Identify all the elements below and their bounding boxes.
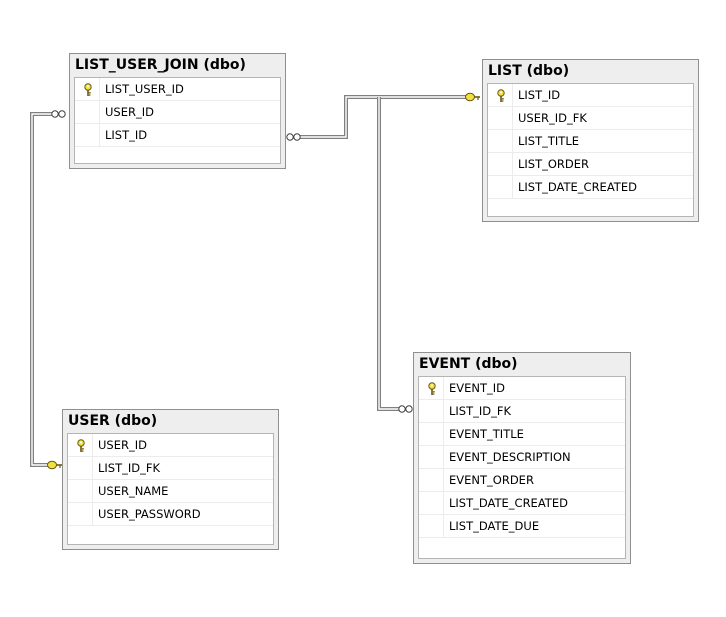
column-row-list-order[interactable]: LIST_ORDER bbox=[488, 153, 693, 176]
row-selector[interactable] bbox=[75, 101, 100, 123]
many-end-symbol bbox=[51, 110, 66, 118]
row-selector[interactable] bbox=[488, 153, 513, 175]
column-grid: EVENT_ID LIST_ID_FK EVENT_TITLE EVENT_DESCR… bbox=[418, 376, 626, 559]
column-row-list-title[interactable]: LIST_TITLE bbox=[488, 130, 693, 153]
column-grid: USER_ID LIST_ID_FK USER_NAME USER_PASSWORD bbox=[67, 433, 274, 545]
primary-key-icon bbox=[428, 381, 436, 395]
column-name: LIST_ID_FK bbox=[449, 404, 512, 418]
row-selector[interactable] bbox=[68, 480, 93, 502]
row-selector[interactable] bbox=[419, 400, 444, 422]
column-name: LIST_ID_FK bbox=[98, 461, 161, 475]
primary-key-icon bbox=[84, 82, 92, 96]
row-selector[interactable] bbox=[419, 492, 444, 514]
table-title: LIST_USER_JOIN (dbo) bbox=[75, 57, 246, 73]
row-selector[interactable] bbox=[488, 107, 513, 129]
row-selector[interactable] bbox=[68, 457, 93, 479]
column-row-user-id[interactable]: USER_ID bbox=[75, 101, 280, 124]
column-name: LIST_ID bbox=[105, 128, 148, 142]
row-selector[interactable] bbox=[419, 446, 444, 468]
column-name: USER_ID bbox=[98, 438, 147, 452]
column-name: LIST_ID bbox=[518, 88, 561, 102]
column-name: LIST_TITLE bbox=[518, 134, 579, 148]
relationship-join-to-user[interactable] bbox=[30, 112, 57, 467]
column-name: USER_PASSWORD bbox=[98, 507, 201, 521]
row-selector[interactable] bbox=[68, 434, 93, 456]
column-name: EVENT_ID bbox=[449, 381, 506, 395]
row-selector[interactable] bbox=[488, 84, 513, 106]
table-event[interactable]: EVENT (dbo) EVENT_ID LIST_ID_FK EVENT_TITLE… bbox=[413, 352, 631, 564]
column-name: USER_NAME bbox=[98, 484, 169, 498]
column-row-list-id[interactable]: LIST_ID bbox=[488, 84, 693, 107]
column-name: LIST_DATE_DUE bbox=[449, 519, 540, 533]
column-row-user-id-fk[interactable]: USER_ID_FK bbox=[488, 107, 693, 130]
column-name: LIST_DATE_CREATED bbox=[518, 180, 637, 194]
column-row-event-id[interactable]: EVENT_ID bbox=[419, 377, 625, 400]
one-key-end-symbol bbox=[47, 460, 62, 470]
primary-key-icon bbox=[77, 438, 85, 452]
column-row-user-name[interactable]: USER_NAME bbox=[68, 480, 273, 503]
row-selector[interactable] bbox=[419, 423, 444, 445]
relationship-join-to-list[interactable] bbox=[294, 95, 474, 139]
many-end-symbol bbox=[398, 405, 413, 413]
column-name: LIST_ORDER bbox=[518, 157, 590, 171]
table-title: USER (dbo) bbox=[68, 413, 158, 429]
column-row-list-user-id[interactable]: LIST_USER_ID bbox=[75, 78, 280, 101]
table-title: LIST (dbo) bbox=[488, 63, 570, 79]
row-selector[interactable] bbox=[75, 124, 100, 146]
row-selector[interactable] bbox=[75, 78, 100, 100]
row-selector[interactable] bbox=[488, 130, 513, 152]
relationship-event-to-list[interactable] bbox=[377, 97, 404, 411]
column-row-user-password[interactable]: USER_PASSWORD bbox=[68, 503, 273, 526]
column-row-list-date-due[interactable]: LIST_DATE_DUE bbox=[419, 515, 625, 538]
column-row-list-id-fk[interactable]: LIST_ID_FK bbox=[68, 457, 273, 480]
row-selector[interactable] bbox=[419, 515, 444, 537]
column-name: USER_ID bbox=[105, 105, 154, 119]
column-row-event-title[interactable]: EVENT_TITLE bbox=[419, 423, 625, 446]
column-row-event-order[interactable]: EVENT_ORDER bbox=[419, 469, 625, 492]
many-end-symbol bbox=[286, 133, 301, 141]
column-row-list-date-created[interactable]: LIST_DATE_CREATED bbox=[419, 492, 625, 515]
column-row-list-id-fk[interactable]: LIST_ID_FK bbox=[419, 400, 625, 423]
column-row-list-date-created[interactable]: LIST_DATE_CREATED bbox=[488, 176, 693, 199]
column-name: LIST_USER_ID bbox=[105, 82, 184, 96]
table-title: EVENT (dbo) bbox=[419, 356, 518, 372]
column-row-event-description[interactable]: EVENT_DESCRIPTION bbox=[419, 446, 625, 469]
row-selector[interactable] bbox=[488, 176, 513, 198]
primary-key-icon bbox=[497, 88, 505, 102]
column-name: LIST_DATE_CREATED bbox=[449, 496, 568, 510]
column-name: USER_ID_FK bbox=[518, 111, 587, 125]
column-name: EVENT_DESCRIPTION bbox=[449, 450, 571, 464]
row-selector[interactable] bbox=[419, 469, 444, 491]
column-row-user-id[interactable]: USER_ID bbox=[68, 434, 273, 457]
row-selector[interactable] bbox=[419, 377, 444, 399]
column-grid: LIST_USER_ID USER_ID LIST_ID bbox=[74, 77, 281, 164]
row-selector[interactable] bbox=[68, 503, 93, 525]
column-name: EVENT_ORDER bbox=[449, 473, 534, 487]
column-name: EVENT_TITLE bbox=[449, 427, 524, 441]
column-row-list-id[interactable]: LIST_ID bbox=[75, 124, 280, 147]
column-grid: LIST_ID USER_ID_FK LIST_TITLE LIST_ORDER LIS… bbox=[487, 83, 694, 217]
one-key-end-symbol bbox=[465, 92, 480, 102]
